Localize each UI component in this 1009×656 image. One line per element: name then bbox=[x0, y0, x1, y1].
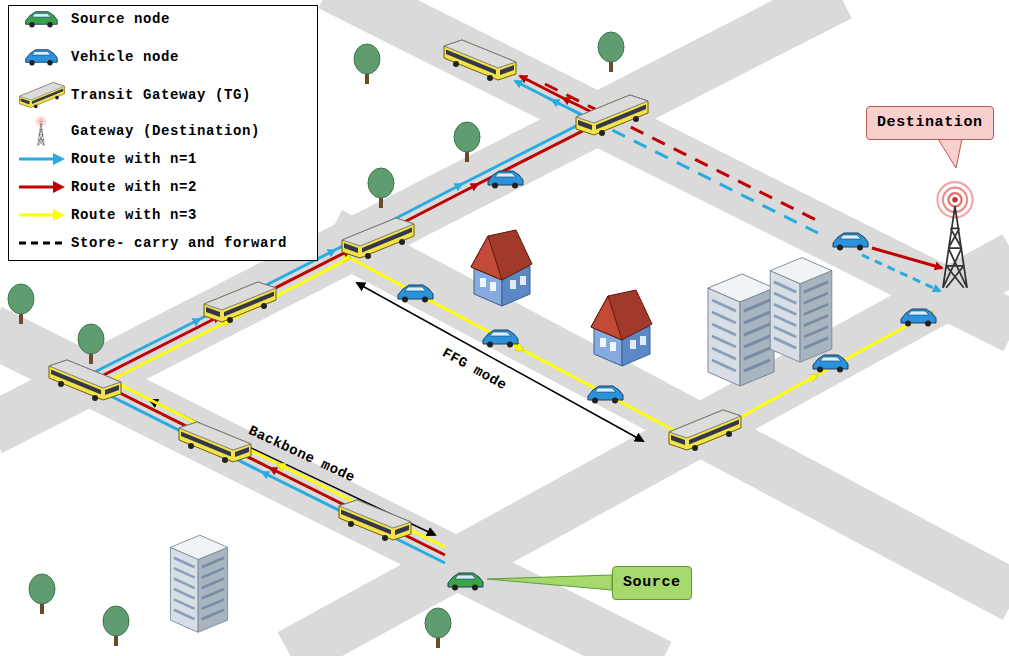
legend-entry: Gateway (Destination) bbox=[9, 116, 317, 146]
legend-entry: Source node bbox=[9, 4, 317, 34]
car-blue-icon bbox=[15, 42, 67, 72]
route-arrow-sample bbox=[15, 172, 67, 202]
callout-text: Destination bbox=[877, 113, 983, 133]
source-callout: Source bbox=[612, 566, 692, 600]
legend-entry: Route with n=3 bbox=[9, 200, 317, 230]
legend-entry: Transit Gateway (TG) bbox=[9, 80, 317, 110]
legend-box: Source nodeVehicle nodeTransit Gateway (… bbox=[8, 5, 318, 261]
callout-text: Source bbox=[623, 573, 681, 593]
legend-entry: Vehicle node bbox=[9, 42, 317, 72]
legend-text: Source node bbox=[71, 4, 170, 34]
legend-text: Transit Gateway (TG) bbox=[71, 80, 251, 110]
route-arrow-sample bbox=[15, 144, 67, 174]
legend-entry: Route with n=2 bbox=[9, 172, 317, 202]
legend-text: Route with n=2 bbox=[71, 172, 197, 202]
bus-icon bbox=[15, 80, 67, 110]
legend-text: Store- carry and forward bbox=[71, 228, 287, 258]
legend-entry: Route with n=1 bbox=[9, 144, 317, 174]
legend-text: Vehicle node bbox=[71, 42, 179, 72]
legend-text: Route with n=1 bbox=[71, 144, 197, 174]
car-green-icon bbox=[15, 4, 67, 34]
dashed-line-sample bbox=[15, 228, 67, 258]
destination-callout: Destination bbox=[866, 106, 994, 140]
legend-text: Route with n=3 bbox=[71, 200, 197, 230]
legend-entry: Store- carry and forward bbox=[9, 228, 317, 258]
legend-text: Gateway (Destination) bbox=[71, 116, 260, 146]
route-arrow-sample bbox=[15, 200, 67, 230]
tower-icon bbox=[15, 116, 67, 146]
